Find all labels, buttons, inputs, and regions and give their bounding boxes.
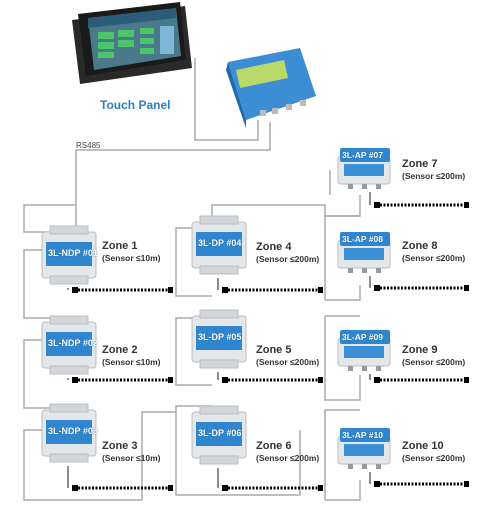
sensor-cable-3 bbox=[67, 466, 173, 491]
zone-sensor-3: (Sensor ≤10m) bbox=[102, 453, 161, 463]
touch-panel-label: Touch Panel bbox=[100, 98, 171, 112]
zone-module-5 bbox=[191, 309, 247, 369]
sensor-cable-2 bbox=[67, 377, 173, 383]
sensor-cable-7 bbox=[369, 192, 469, 208]
touch-panel bbox=[72, 2, 192, 84]
sensor-cable-9 bbox=[369, 374, 469, 383]
sensor-cable-10 bbox=[369, 472, 469, 487]
zone-sensor-7: (Sensor ≤200m) bbox=[402, 171, 466, 181]
sensor-cable-6 bbox=[217, 468, 323, 491]
module-label-3: 3L-NDP #03 bbox=[48, 426, 98, 436]
zone-sensor-9: (Sensor ≤200m) bbox=[402, 357, 466, 367]
zone-sensor-8: (Sensor ≤200m) bbox=[402, 253, 466, 263]
bus-label: RS485 bbox=[76, 141, 101, 150]
zone-module-4 bbox=[191, 215, 247, 275]
zone-name-9: Zone 9 bbox=[402, 344, 438, 356]
zone-name-3: Zone 3 bbox=[102, 440, 138, 452]
zone-module-7 bbox=[337, 148, 391, 189]
zone-name-1: Zone 1 bbox=[102, 240, 138, 252]
zone-name-10: Zone 10 bbox=[402, 440, 444, 452]
module-label-5: 3L-DP #05 bbox=[198, 332, 242, 342]
zone-name-7: Zone 7 bbox=[402, 158, 438, 170]
zone-module-6 bbox=[191, 405, 247, 465]
module-label-7: 3L-AP #07 bbox=[342, 150, 383, 160]
module-label-2: 3L-NDP #02 bbox=[48, 338, 98, 348]
module-label-4: 3L-DP #04 bbox=[198, 238, 242, 248]
module-label-9: 3L-AP #09 bbox=[342, 332, 383, 342]
zone-module-9 bbox=[337, 330, 391, 371]
zone-module-2 bbox=[41, 315, 97, 375]
bus-wiring bbox=[23, 58, 361, 501]
zone-module-8 bbox=[337, 232, 391, 273]
sensor-cable-5 bbox=[217, 372, 323, 383]
zone-module-10 bbox=[337, 428, 391, 469]
zone-name-8: Zone 8 bbox=[402, 240, 438, 252]
module-label-10: 3L-AP #10 bbox=[342, 430, 383, 440]
zone-name-6: Zone 6 bbox=[256, 440, 292, 452]
zone-sensor-2: (Sensor ≤10m) bbox=[102, 357, 161, 367]
sensor-cable-4 bbox=[217, 278, 323, 293]
zone-sensor-4: (Sensor ≤200m) bbox=[256, 254, 320, 264]
sensor-cable-1 bbox=[67, 287, 173, 293]
zone-sensor-10: (Sensor ≤200m) bbox=[402, 453, 466, 463]
zone-sensor-5: (Sensor ≤200m) bbox=[256, 357, 320, 367]
module-label-6: 3L-DP #06 bbox=[198, 428, 242, 438]
module-label-1: 3L-NDP #01 bbox=[48, 248, 98, 258]
zone-name-4: Zone 4 bbox=[256, 241, 292, 253]
zone-module-3 bbox=[41, 403, 97, 463]
zone-name-5: Zone 5 bbox=[256, 344, 292, 356]
sensor-cable-8 bbox=[369, 276, 469, 291]
zone-module-1 bbox=[41, 225, 97, 285]
zone-sensor-6: (Sensor ≤200m) bbox=[256, 453, 320, 463]
zone-name-2: Zone 2 bbox=[102, 344, 138, 356]
controller-unit bbox=[226, 48, 316, 128]
zone-sensor-1: (Sensor ≤10m) bbox=[102, 253, 161, 263]
module-label-8: 3L-AP #08 bbox=[342, 234, 383, 244]
